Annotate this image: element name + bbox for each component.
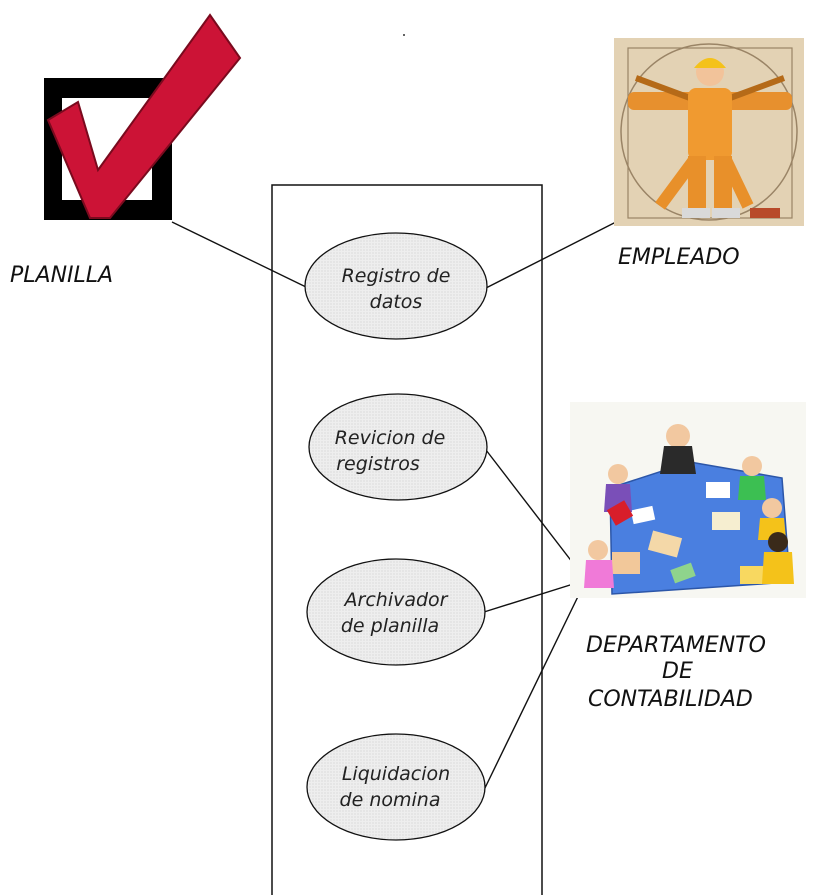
checkmark-checkbox-icon [44, 13, 242, 220]
use-case-label: Revicion de [335, 427, 446, 449]
actor-label-departamento-line2: DE [662, 659, 693, 684]
actor-label-planilla: PLANILLA [10, 263, 113, 288]
use-case-archivador: Archivador de planilla [306, 558, 486, 666]
construction-worker-icon [614, 38, 804, 226]
line-depto-revicion [485, 449, 587, 581]
use-case-label: de planilla [341, 615, 439, 637]
line-planilla-registro [171, 221, 307, 288]
use-case-registro: Registro de datos [304, 232, 488, 340]
actor-label-empleado: EMPLEADO [618, 245, 740, 270]
system-boundary [271, 184, 543, 895]
stray-dot [403, 34, 405, 36]
actor-label-departamento-line1: DEPARTAMENTO [586, 633, 766, 658]
line-depto-liquidacion [483, 579, 587, 791]
use-case-label: Liquidacion [342, 763, 450, 785]
line-empleado-registro [485, 221, 617, 289]
use-case-label: registros [336, 453, 420, 475]
use-case-label: Registro de [342, 265, 451, 287]
use-case-label: de nomina [340, 789, 441, 811]
use-case-label: datos [370, 291, 423, 313]
line-depto-archivador [483, 579, 587, 613]
actor-label-departamento-line3: CONTABILIDAD [588, 687, 753, 712]
association-lines [171, 221, 617, 791]
meeting-table-icon [570, 402, 806, 598]
use-case-liquidacion: Liquidacion de nomina [306, 733, 486, 841]
use-case-revicion: Revicion de registros [308, 393, 488, 501]
use-case-label: Archivador [343, 589, 449, 611]
